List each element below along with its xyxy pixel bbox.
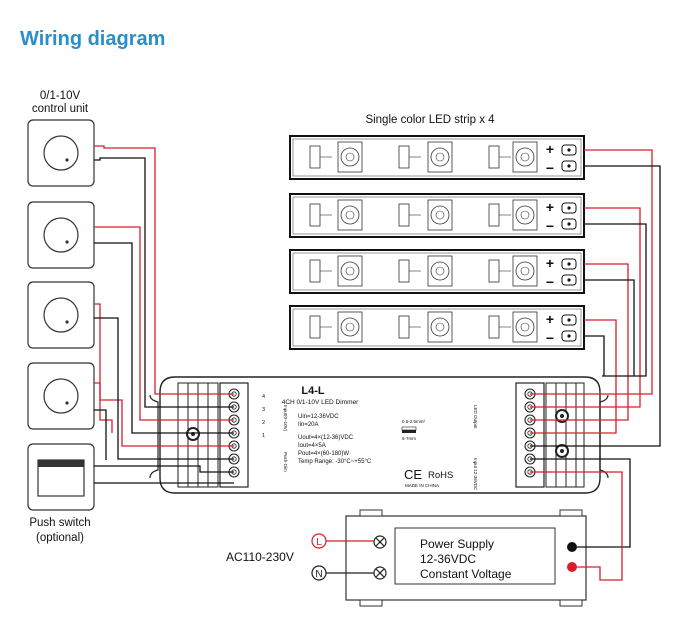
- led-chip-icon: [427, 199, 453, 231]
- strip-plus-label: +: [546, 141, 554, 157]
- led-strip-1: +−: [289, 135, 585, 180]
- dimmer-spec-pout: Pout=4×(60-180)W: [298, 451, 349, 457]
- ac-input-label: AC110-230V: [226, 550, 294, 564]
- dimmer-spec-iin: Iin=20A: [298, 422, 319, 428]
- led-strip-label: Single color LED strip x 4: [365, 114, 495, 126]
- resistor-icon: [398, 203, 421, 227]
- led-strips: +−+−+−+−: [289, 135, 585, 350]
- ps-line3: Constant Voltage: [420, 567, 512, 581]
- resistor-icon: [488, 315, 511, 339]
- resistor-icon: [398, 145, 421, 169]
- strip-plus-label: +: [546, 199, 554, 215]
- led-chip-icon: [427, 141, 453, 173]
- resistor-icon: [309, 315, 332, 339]
- control-unit-label-line1: 0/1-10V: [40, 90, 81, 102]
- led-chip-icon: [337, 141, 363, 173]
- input-power-label: Input 12-36VDC: [473, 458, 478, 491]
- dimmer-knob-icon: [43, 135, 79, 171]
- channel-number-1: 1: [262, 433, 265, 439]
- resistor-icon: [398, 315, 421, 339]
- push-dim-label: Push-Dim: [283, 452, 288, 472]
- push-switch-label-line2: (optional): [36, 532, 84, 544]
- resistor-icon: [488, 259, 511, 283]
- strip-length-label: 6-7mm: [402, 436, 416, 441]
- control-unit-1: [27, 119, 95, 187]
- led-chip-icon: [427, 255, 453, 287]
- dimmer-knob-icon: [43, 297, 79, 333]
- resistor-icon: [488, 203, 511, 227]
- power-supply: [345, 509, 587, 607]
- led-strip-2: +−: [289, 193, 585, 238]
- control-unit-2: [27, 201, 95, 269]
- resistor-icon: [309, 145, 332, 169]
- led-chip-icon: [512, 199, 538, 231]
- push-switch: [27, 443, 95, 511]
- resistor-icon: [488, 145, 511, 169]
- channel-number-4: 4: [262, 394, 265, 400]
- ps-line2: 12-36VDC: [420, 552, 476, 566]
- led-chip-icon: [512, 311, 538, 343]
- wires: [94, 145, 661, 581]
- push-switch-label-line1: Push switch: [29, 517, 90, 529]
- dimmer-description: 4CH 0/1-10V LED Dimmer: [282, 399, 359, 406]
- channel-number-3: 3: [262, 407, 265, 413]
- led-strip-4: +−: [289, 305, 585, 350]
- dimmer-model: L4-L: [301, 385, 325, 397]
- dimmer-knob-icon: [43, 217, 79, 253]
- strip-minus-label: −: [546, 160, 554, 176]
- rohs-mark: RoHS: [428, 470, 453, 481]
- strip-minus-label: −: [546, 274, 554, 290]
- control-unit-4: [27, 362, 95, 430]
- ps-positive-terminal: [567, 562, 577, 572]
- ce-mark: CE: [404, 467, 422, 482]
- dimmer-spec-uin: Uin=12-36VDC: [298, 414, 339, 420]
- dimmer-knob-icon: [43, 378, 79, 414]
- led-strip-3: +−: [289, 249, 585, 294]
- led-chip-icon: [337, 311, 363, 343]
- strip-minus-label: −: [546, 218, 554, 234]
- input-label: Input(0~10V): [283, 405, 288, 432]
- made-in-label: MADE IN CHINA: [405, 483, 439, 488]
- strip-minus-label: −: [546, 330, 554, 346]
- ps-negative-terminal: [567, 542, 577, 552]
- resistor-icon: [398, 259, 421, 283]
- resistor-icon: [309, 203, 332, 227]
- led-chip-icon: [337, 199, 363, 231]
- channel-number-2: 2: [262, 420, 265, 426]
- resistor-icon: [309, 259, 332, 283]
- led-output-label: LED Output: [473, 405, 478, 429]
- page-title: Wiring diagram: [20, 28, 165, 50]
- strip-plus-label: +: [546, 311, 554, 327]
- led-chip-icon: [337, 255, 363, 287]
- led-chip-icon: [512, 255, 538, 287]
- dimmer-spec-temp: Temp Range: -30°C~+55°C: [298, 459, 372, 465]
- led-chip-icon: [512, 141, 538, 173]
- wire-strip-icon: [401, 426, 417, 431]
- live-label: L: [316, 537, 322, 548]
- output-terminal-6: [524, 453, 536, 465]
- dimmer-spec-uout: Uout=4×(12-36)VDC: [298, 435, 354, 441]
- dimmer-spec-iout: Iout=4×5A: [298, 443, 326, 449]
- led-chip-icon: [427, 311, 453, 343]
- neutral-label: N: [315, 569, 322, 580]
- dimmer-l4-l: [149, 376, 609, 494]
- control-unit-3: [27, 281, 95, 349]
- strip-plus-label: +: [546, 255, 554, 271]
- strip-gauge-label: 0.5-2.5mm²: [402, 419, 426, 424]
- ps-line1: Power Supply: [420, 537, 494, 551]
- control-unit-label-line2: control unit: [32, 103, 89, 115]
